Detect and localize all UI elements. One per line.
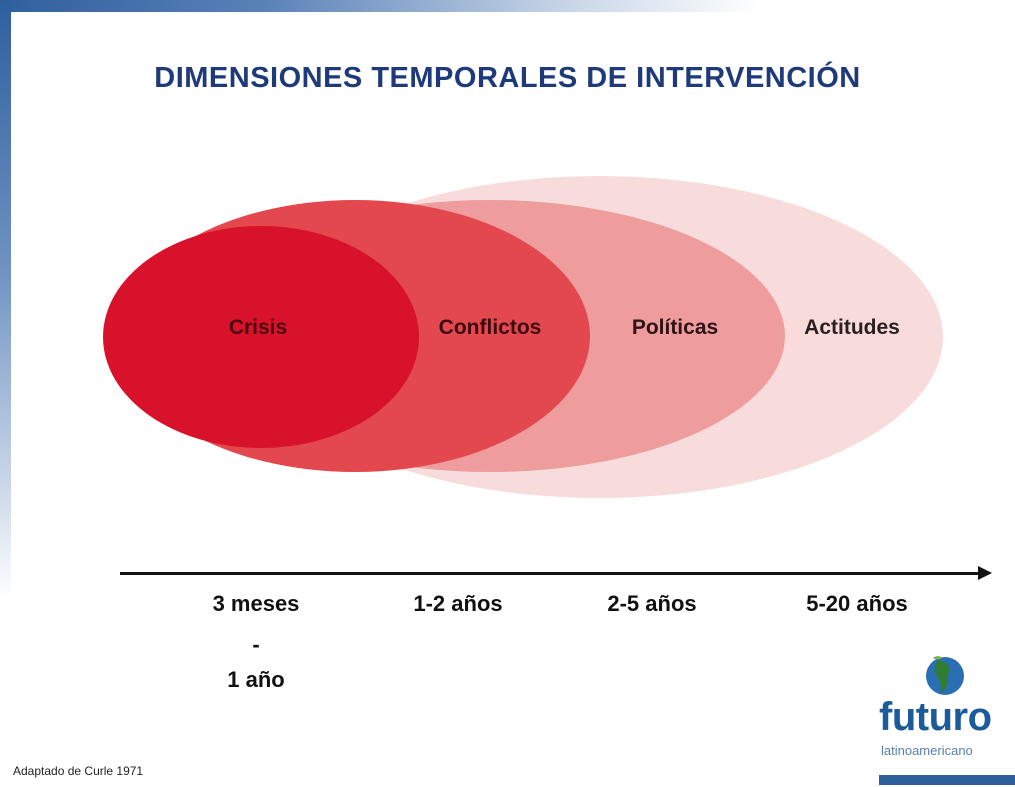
left-accent-bar [0, 0, 11, 600]
logo-underline [879, 775, 1015, 785]
timeline-label-5-20-anos: 5-20 años [806, 591, 908, 616]
timeline-label-3-meses: 3 meses [212, 591, 300, 616]
globe-icon [926, 656, 964, 695]
slide-title: DIMENSIONES TEMPORALES DE INTERVENCIÓN [154, 62, 861, 94]
crisis-ellipse [103, 226, 419, 448]
timeline-label-1-ano: 1 año [227, 667, 285, 692]
timeline-label-dash: - [252, 632, 260, 657]
conflictos-label: Conflictos [438, 316, 542, 339]
logo-subtitle: latinoamericano [881, 743, 973, 758]
top-accent-bar [0, 0, 760, 12]
logo-wordmark: futuro [879, 695, 992, 739]
politicas-label: Políticas [631, 316, 719, 339]
timeline-axis [120, 572, 980, 575]
actitudes-label: Actitudes [804, 316, 900, 339]
timeline-label-2-5-anos: 2-5 años [607, 591, 697, 616]
timeline-label-1-2-anos: 1-2 años [413, 591, 503, 616]
crisis-label: Crisis [228, 316, 288, 339]
arrow-right-icon [978, 566, 992, 580]
futuro-logo: futuro latinoamericano [876, 655, 1015, 787]
source-citation: Adaptado de Curle 1971 [13, 764, 144, 778]
